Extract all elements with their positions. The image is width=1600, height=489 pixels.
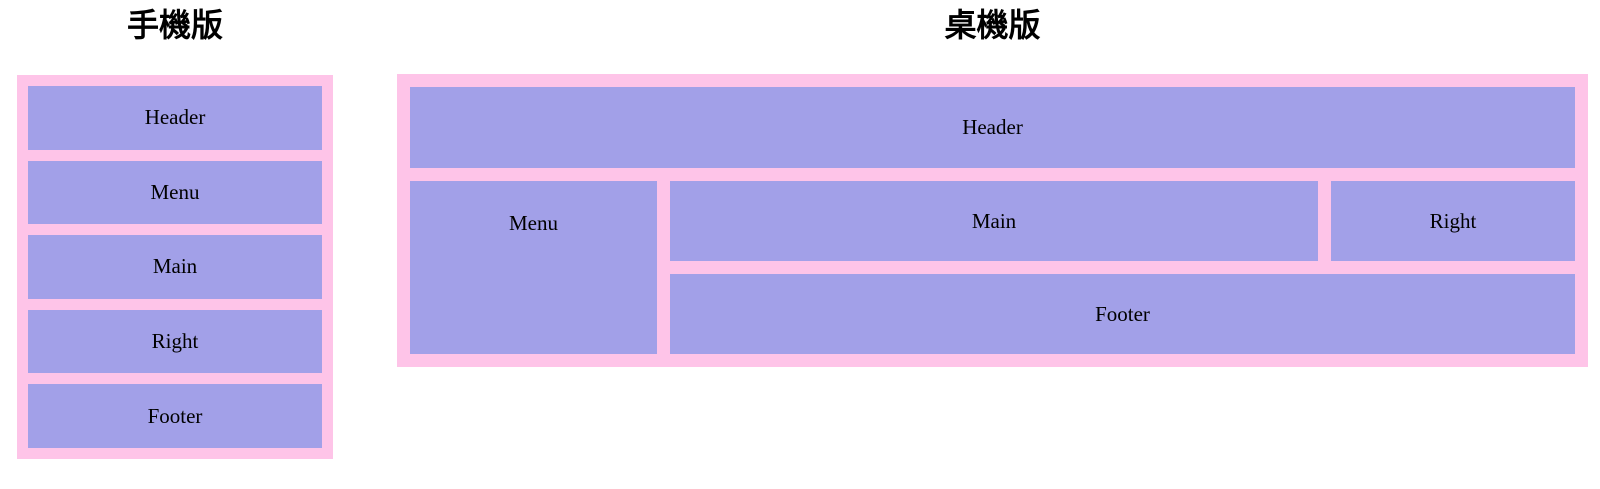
desktop-header-box: Header (410, 87, 1575, 168)
desktop-menu-box: Menu (410, 181, 657, 354)
desktop-version-title: 桌機版 (944, 7, 1041, 43)
mobile-menu-box: Menu (28, 160, 322, 225)
mobile-layout-container: Header Menu Main Right Footer (17, 75, 333, 459)
mobile-main-box: Main (28, 235, 322, 299)
desktop-right-box: Right (1331, 181, 1575, 261)
mobile-version-title: 手機版 (126, 7, 223, 43)
desktop-footer-box: Footer (670, 274, 1575, 354)
desktop-main-box: Main (670, 181, 1318, 261)
mobile-footer-box: Footer (28, 384, 322, 448)
desktop-layout-container: Header Menu Main Right Footer (397, 74, 1588, 367)
mobile-right-box: Right (28, 309, 322, 374)
mobile-header-box: Header (28, 86, 322, 150)
